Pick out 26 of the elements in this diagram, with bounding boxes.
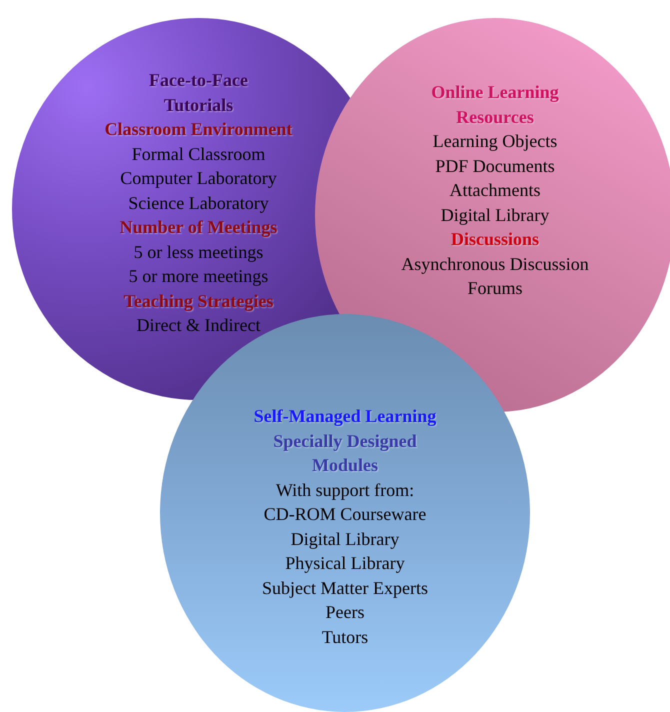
list-item: Science Laboratory — [128, 192, 269, 215]
list-item: PDF Documents — [435, 154, 555, 178]
heading-text: Face-to-Face Tutorials — [148, 69, 249, 116]
list-item: Digital Library — [440, 204, 550, 227]
heading-text: Discussions — [450, 228, 540, 251]
list-item: Peers — [326, 601, 364, 624]
list-item: Subject Matter Experts — [262, 576, 428, 600]
list-item: Physical Library — [285, 552, 405, 575]
heading-text: Online Learning Resources — [430, 81, 560, 128]
list-item: Tutors — [322, 626, 368, 648]
heading-text: Number of Meetings — [120, 216, 278, 239]
heading-text: Teaching Strategies — [124, 290, 274, 313]
heading-text: Classroom Environment — [104, 118, 292, 141]
list-item: Digital Library — [290, 528, 400, 551]
list-item: Direct & Indirect — [136, 314, 260, 337]
list-item: Attachments — [450, 179, 540, 202]
heading-text: Self-Managed Learning — [254, 405, 436, 428]
list-item: Formal Classroom — [132, 142, 266, 166]
list-item: 5 or less meetings — [134, 240, 264, 264]
heading-text: Specially Designed Modules — [272, 430, 418, 477]
list-item: 5 or more meetings — [128, 265, 268, 288]
list-item: With support from: — [276, 478, 414, 502]
list-item: Learning Objects — [432, 130, 558, 153]
list-item: CD-ROM Courseware — [264, 503, 426, 526]
list-item: Asynchronous Discussion Forums — [400, 252, 590, 300]
list-item: Computer Laboratory — [120, 167, 277, 190]
